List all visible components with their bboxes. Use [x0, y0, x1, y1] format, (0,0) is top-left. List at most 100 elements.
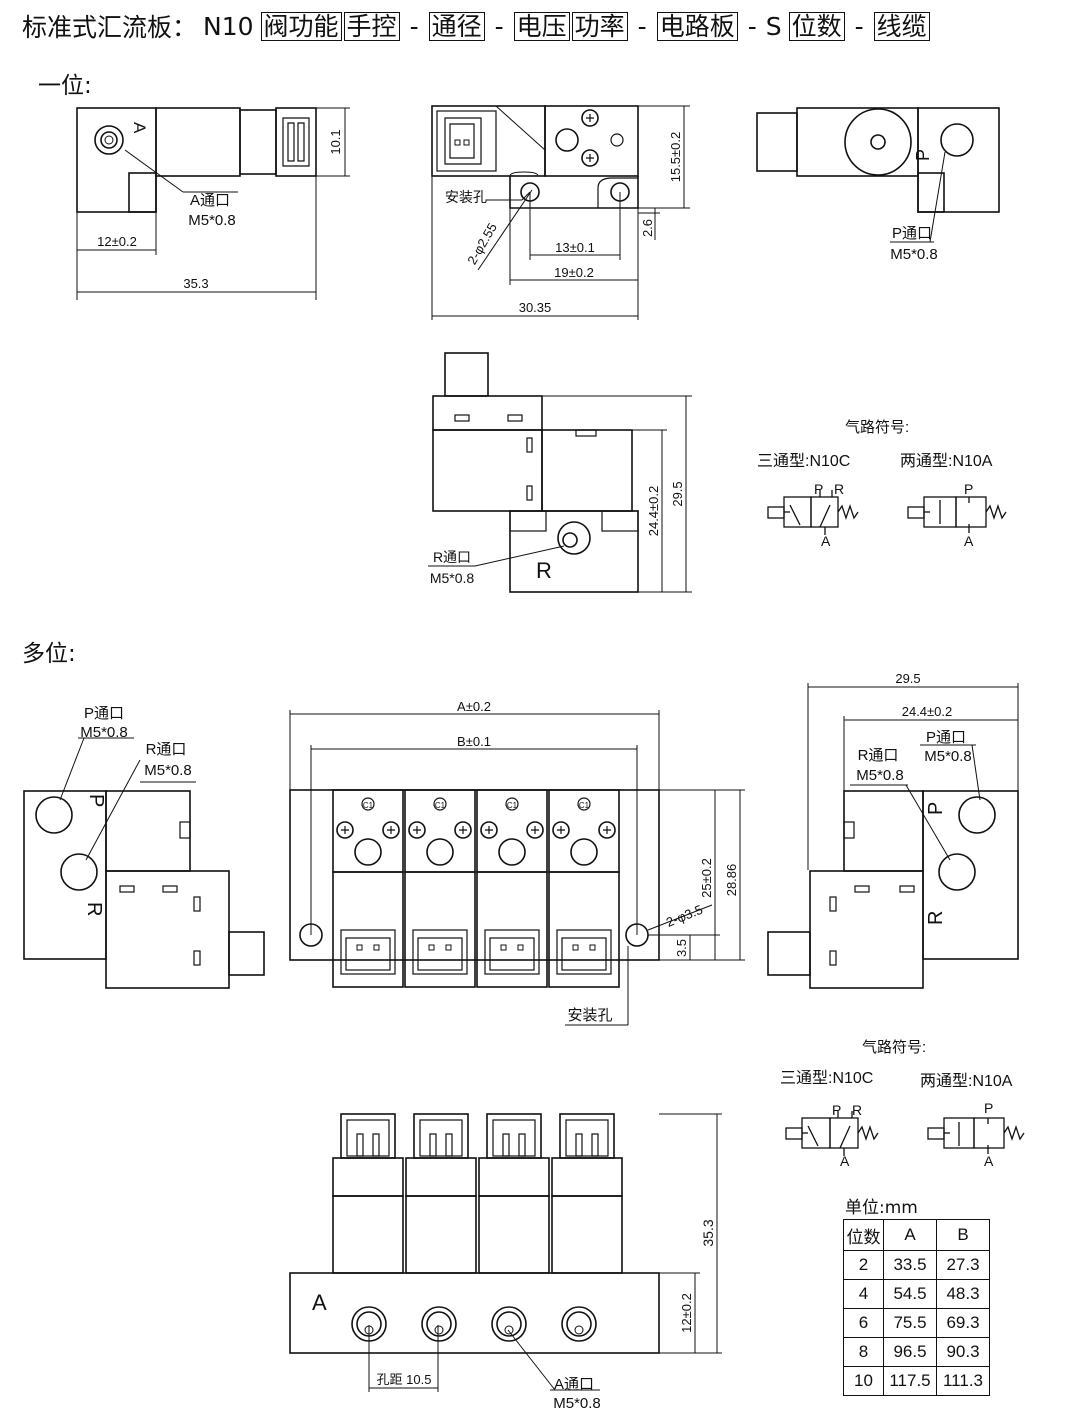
symbols-bottom-a1: A [840, 1153, 850, 1169]
title-seg-4: - [494, 11, 504, 41]
screw-icon [480, 821, 498, 839]
unit-table-header-row: 位数 A B [843, 1219, 990, 1251]
title-seg-1: 手控 [343, 11, 400, 41]
port-a-icon [421, 1306, 457, 1342]
multi-port-r-label: R通口 [146, 741, 187, 758]
single-port-a-thread: M5*0.8 [188, 212, 236, 229]
valve-badge: C1 [435, 801, 446, 810]
single-hole-dia: 2-φ2.55 [464, 220, 500, 267]
table-cell: 75.5 [883, 1308, 937, 1338]
multi-left-letter-r: R [83, 902, 105, 916]
screw-icon [454, 821, 472, 839]
multi-dim-b: B±0.1 [457, 734, 491, 749]
single-port-r-thread: M5*0.8 [430, 570, 475, 586]
symbols-bottom-p2: P [984, 1100, 993, 1116]
table-cell: 33.5 [883, 1250, 937, 1280]
title-seg-2: - [409, 11, 419, 41]
symbol-three-way-top [767, 490, 859, 535]
table-cell: 6 [843, 1308, 884, 1338]
single-dim-35-3: 35.3 [183, 276, 208, 291]
multi-top-view: C1 C1 C1 C1 [289, 789, 660, 988]
multi-right-view [767, 790, 1019, 989]
table-cell: 96.5 [883, 1337, 937, 1367]
title-prefix: 标准式汇流板： [22, 13, 198, 42]
symbols-top-p1: P [814, 481, 823, 497]
unit-table: 位数 A B 2 33.5 27.3 4 54.5 48.3 6 75.5 69… [843, 1219, 990, 1396]
single-front-letter-a: A [130, 122, 149, 134]
screw-icon [526, 821, 544, 839]
single-back-view [756, 107, 1000, 213]
port-a-icon [561, 1306, 597, 1342]
valve-module: C1 [332, 789, 404, 988]
symbols-top-a2: A [964, 533, 974, 549]
valve-module: C1 [548, 789, 620, 988]
single-mount-hole-label: 安装孔 [445, 189, 487, 205]
single-dim-24-4: 24.4±0.2 [646, 486, 661, 537]
screw-icon [598, 821, 616, 839]
multi-port-a-label: A通口 [554, 1376, 594, 1393]
multi-dim-35-3: 35.3 [700, 1219, 716, 1246]
screw-icon [336, 821, 354, 839]
table-cell: 90.3 [936, 1337, 990, 1367]
table-cell: 10 [843, 1366, 884, 1396]
valve-module: C1 [476, 789, 548, 988]
port-a-icon [491, 1306, 527, 1342]
multi-dim-12: 12±0.2 [679, 1293, 694, 1333]
valve-badge: C1 [579, 801, 590, 810]
title-seg-8: 电路板 [656, 11, 738, 41]
valve-module-front [405, 1113, 477, 1274]
table-cell: 111.3 [936, 1366, 990, 1396]
table-row: 8 96.5 90.3 [843, 1337, 990, 1367]
single-side-view [432, 352, 639, 593]
multi-dim-a: A±0.2 [457, 699, 491, 714]
single-dim-10-1: 10.1 [328, 129, 343, 154]
single-dim-13: 13±0.1 [555, 240, 595, 255]
multi-front-view [289, 1113, 660, 1354]
multi-right-port-p-label: P通口 [926, 729, 966, 746]
symbols-top-p2: P [964, 481, 973, 497]
multi-port-p-label: P通口 [84, 705, 124, 722]
valve-badge: C1 [507, 801, 518, 810]
multi-dim-28-86: 28.86 [724, 864, 739, 897]
table-cell: 117.5 [883, 1366, 937, 1396]
single-dim-19: 19±0.2 [554, 265, 594, 280]
unit-table-header: A [883, 1219, 937, 1251]
symbols-bottom-p1: P [832, 1102, 841, 1118]
title-seg-3: 通径 [428, 11, 485, 41]
single-dim-2-6: 2.6 [640, 219, 655, 237]
multi-dim-29-5: 29.5 [895, 671, 920, 686]
title-seg-9: - [747, 11, 757, 41]
unit-table-header: 位数 [843, 1219, 884, 1251]
symbols-top-a1: A [821, 533, 831, 549]
single-port-r-label: R通口 [433, 549, 471, 565]
symbols-bottom-a2: A [984, 1153, 994, 1169]
table-cell: 8 [843, 1337, 884, 1367]
single-dim-12: 12±0.2 [97, 234, 137, 249]
title-seg-7: - [637, 11, 647, 41]
single-dim-15-5: 15.5±0.2 [668, 132, 683, 183]
multi-right-letter-p: P [925, 802, 947, 815]
single-front-view [76, 107, 317, 213]
table-cell: 2 [843, 1250, 884, 1280]
page-title: 标准式汇流板： N10 阀功能 手控 - 通径 - 电压 功率 - 电路板 - … [22, 6, 931, 46]
multi-right-port-r-label: R通口 [858, 747, 899, 764]
symbols-top-heading: 气路符号: [845, 419, 909, 436]
multi-port-p-thread: M5*0.8 [80, 724, 128, 741]
table-row: 10 117.5 111.3 [843, 1366, 990, 1396]
single-back-letter-p: P [913, 149, 933, 161]
table-cell: 54.5 [883, 1279, 937, 1309]
title-seg-10: S [765, 11, 782, 41]
multi-mount-hole-label: 安装孔 [567, 1007, 612, 1024]
symbols-top-r: R [834, 481, 844, 497]
table-row: 6 75.5 69.3 [843, 1308, 990, 1338]
valve-badge: C1 [363, 801, 374, 810]
multi-dim-3-5: 3.5 [674, 939, 689, 957]
single-port-a-label: A通口 [190, 192, 230, 209]
single-dim-29-5: 29.5 [670, 481, 685, 506]
section-single-heading: 一位: [38, 73, 92, 99]
multi-front-letter-a: A [312, 1290, 327, 1315]
single-port-p-thread: M5*0.8 [890, 246, 938, 263]
symbols-bottom-r: R [852, 1102, 862, 1118]
multi-right-letter-r: R [925, 911, 947, 925]
